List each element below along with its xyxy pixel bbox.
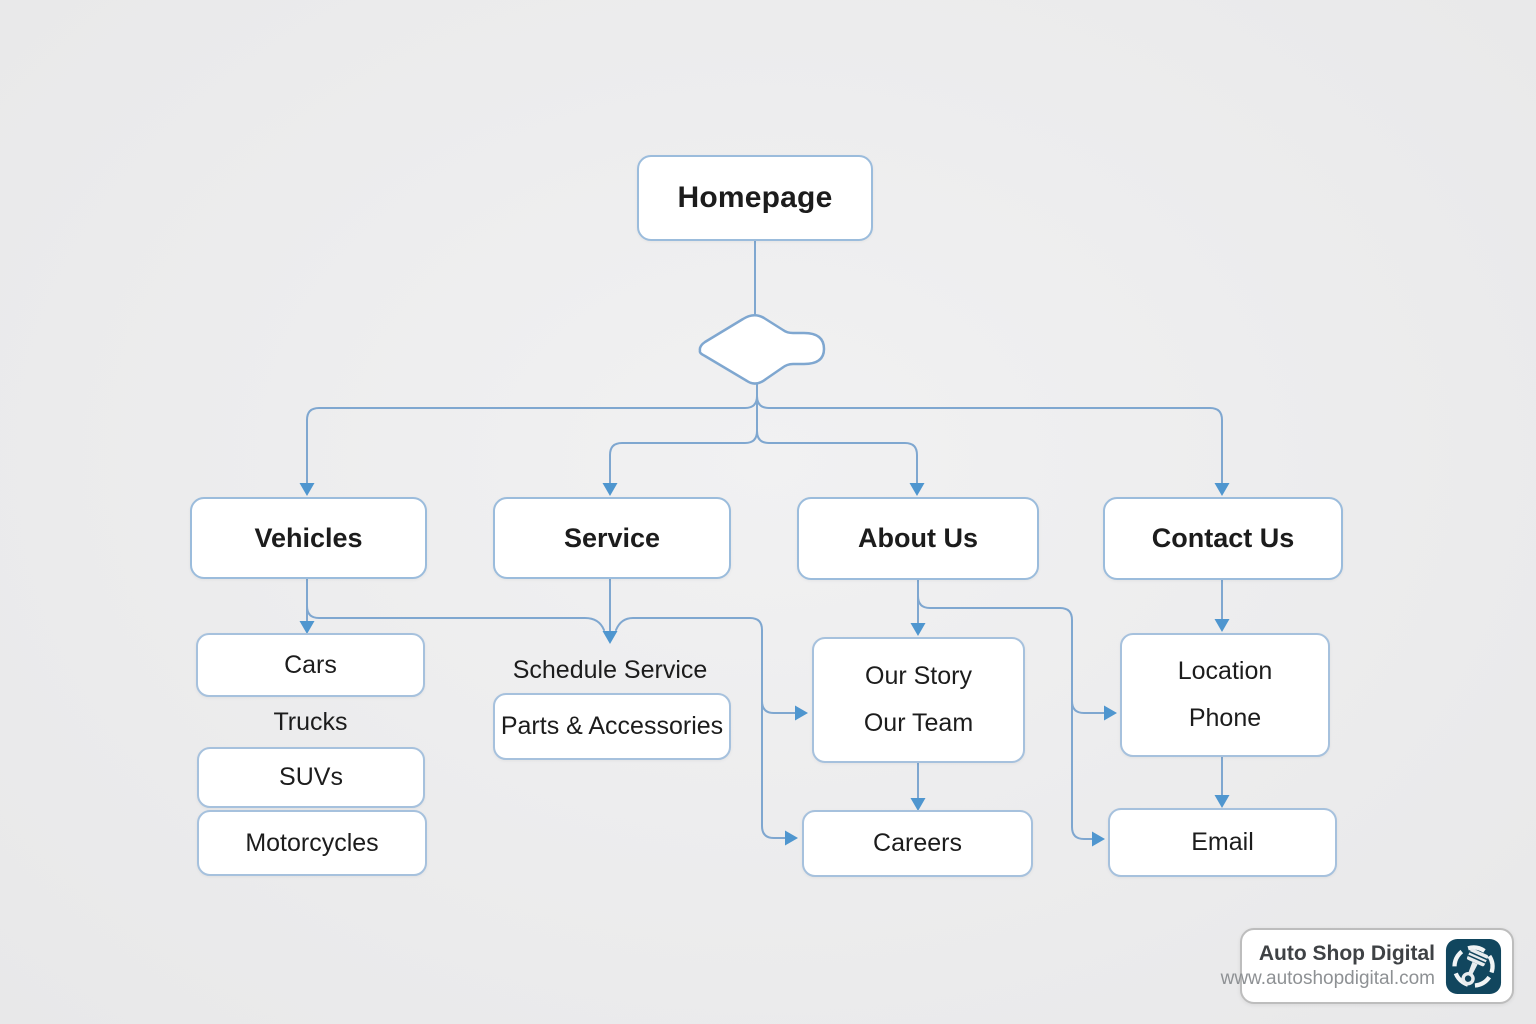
node-careers-label: Careers [873,829,962,857]
node-homepage-label: Homepage [677,181,833,214]
node-service: Service [493,497,731,579]
node-our-story-label: Our Story [865,662,972,690]
node-trucks: Trucks [196,700,425,744]
node-motorcycles-label: Motorcycles [245,828,379,857]
brand-card: Auto Shop Digital www.autoshopdigital.co… [1221,928,1514,1004]
node-location-phone: Location Phone [1120,633,1330,757]
arrow-icon [602,631,618,644]
node-cars-label: Cars [284,650,337,679]
node-motorcycles: Motorcycles [197,810,427,876]
piston-icon [1445,938,1502,994]
arrow-icon [299,621,315,634]
node-our-team-label: Our Team [863,709,974,737]
node-email-label: Email [1191,828,1254,856]
node-schedule-service: Schedule Service [470,650,750,690]
arrow-icon [910,798,926,811]
arrow-icon [795,705,808,721]
node-trucks-label: Trucks [273,707,348,736]
node-parts-accessories-label: Parts & Accessories [500,712,724,740]
arrow-icon [910,623,926,636]
node-about-us-label: About Us [858,523,978,553]
node-service-label: Service [563,522,661,553]
node-suvs: SUVs [197,747,425,808]
arrow-icon [1214,483,1230,496]
arrow-icon [1092,831,1105,847]
node-parts-accessories: Parts & Accessories [493,693,731,760]
arrow-icon [299,483,315,496]
decision-diamond-node [698,314,826,385]
arrow-icon [1104,705,1117,721]
node-cars: Cars [196,633,425,697]
node-email: Email [1108,808,1337,877]
node-homepage: Homepage [637,155,873,241]
node-suvs-label: SUVs [279,763,343,791]
arrow-icon [1214,619,1230,632]
node-location-label: Location [1177,657,1273,685]
arrow-icon [602,483,618,496]
node-contact-us: Contact Us [1103,497,1343,580]
arrow-icon [1214,795,1230,808]
node-vehicles: Vehicles [190,497,427,579]
node-our-story-team: Our Story Our Team [812,637,1025,763]
node-about-us: About Us [797,497,1039,580]
arrow-icon [909,483,925,496]
node-phone-label: Phone [1188,704,1262,732]
node-schedule-service-label: Schedule Service [512,655,708,684]
node-contact-us-label: Contact Us [1151,523,1295,553]
node-vehicles-label: Vehicles [254,522,363,553]
arrow-icon [785,830,798,846]
brand-url: www.autoshopdigital.com [1220,968,1435,990]
brand-name: Auto Shop Digital [1258,942,1435,965]
node-careers: Careers [802,810,1033,877]
brand-copy: Auto Shop Digital www.autoshopdigital.co… [1221,941,1435,991]
